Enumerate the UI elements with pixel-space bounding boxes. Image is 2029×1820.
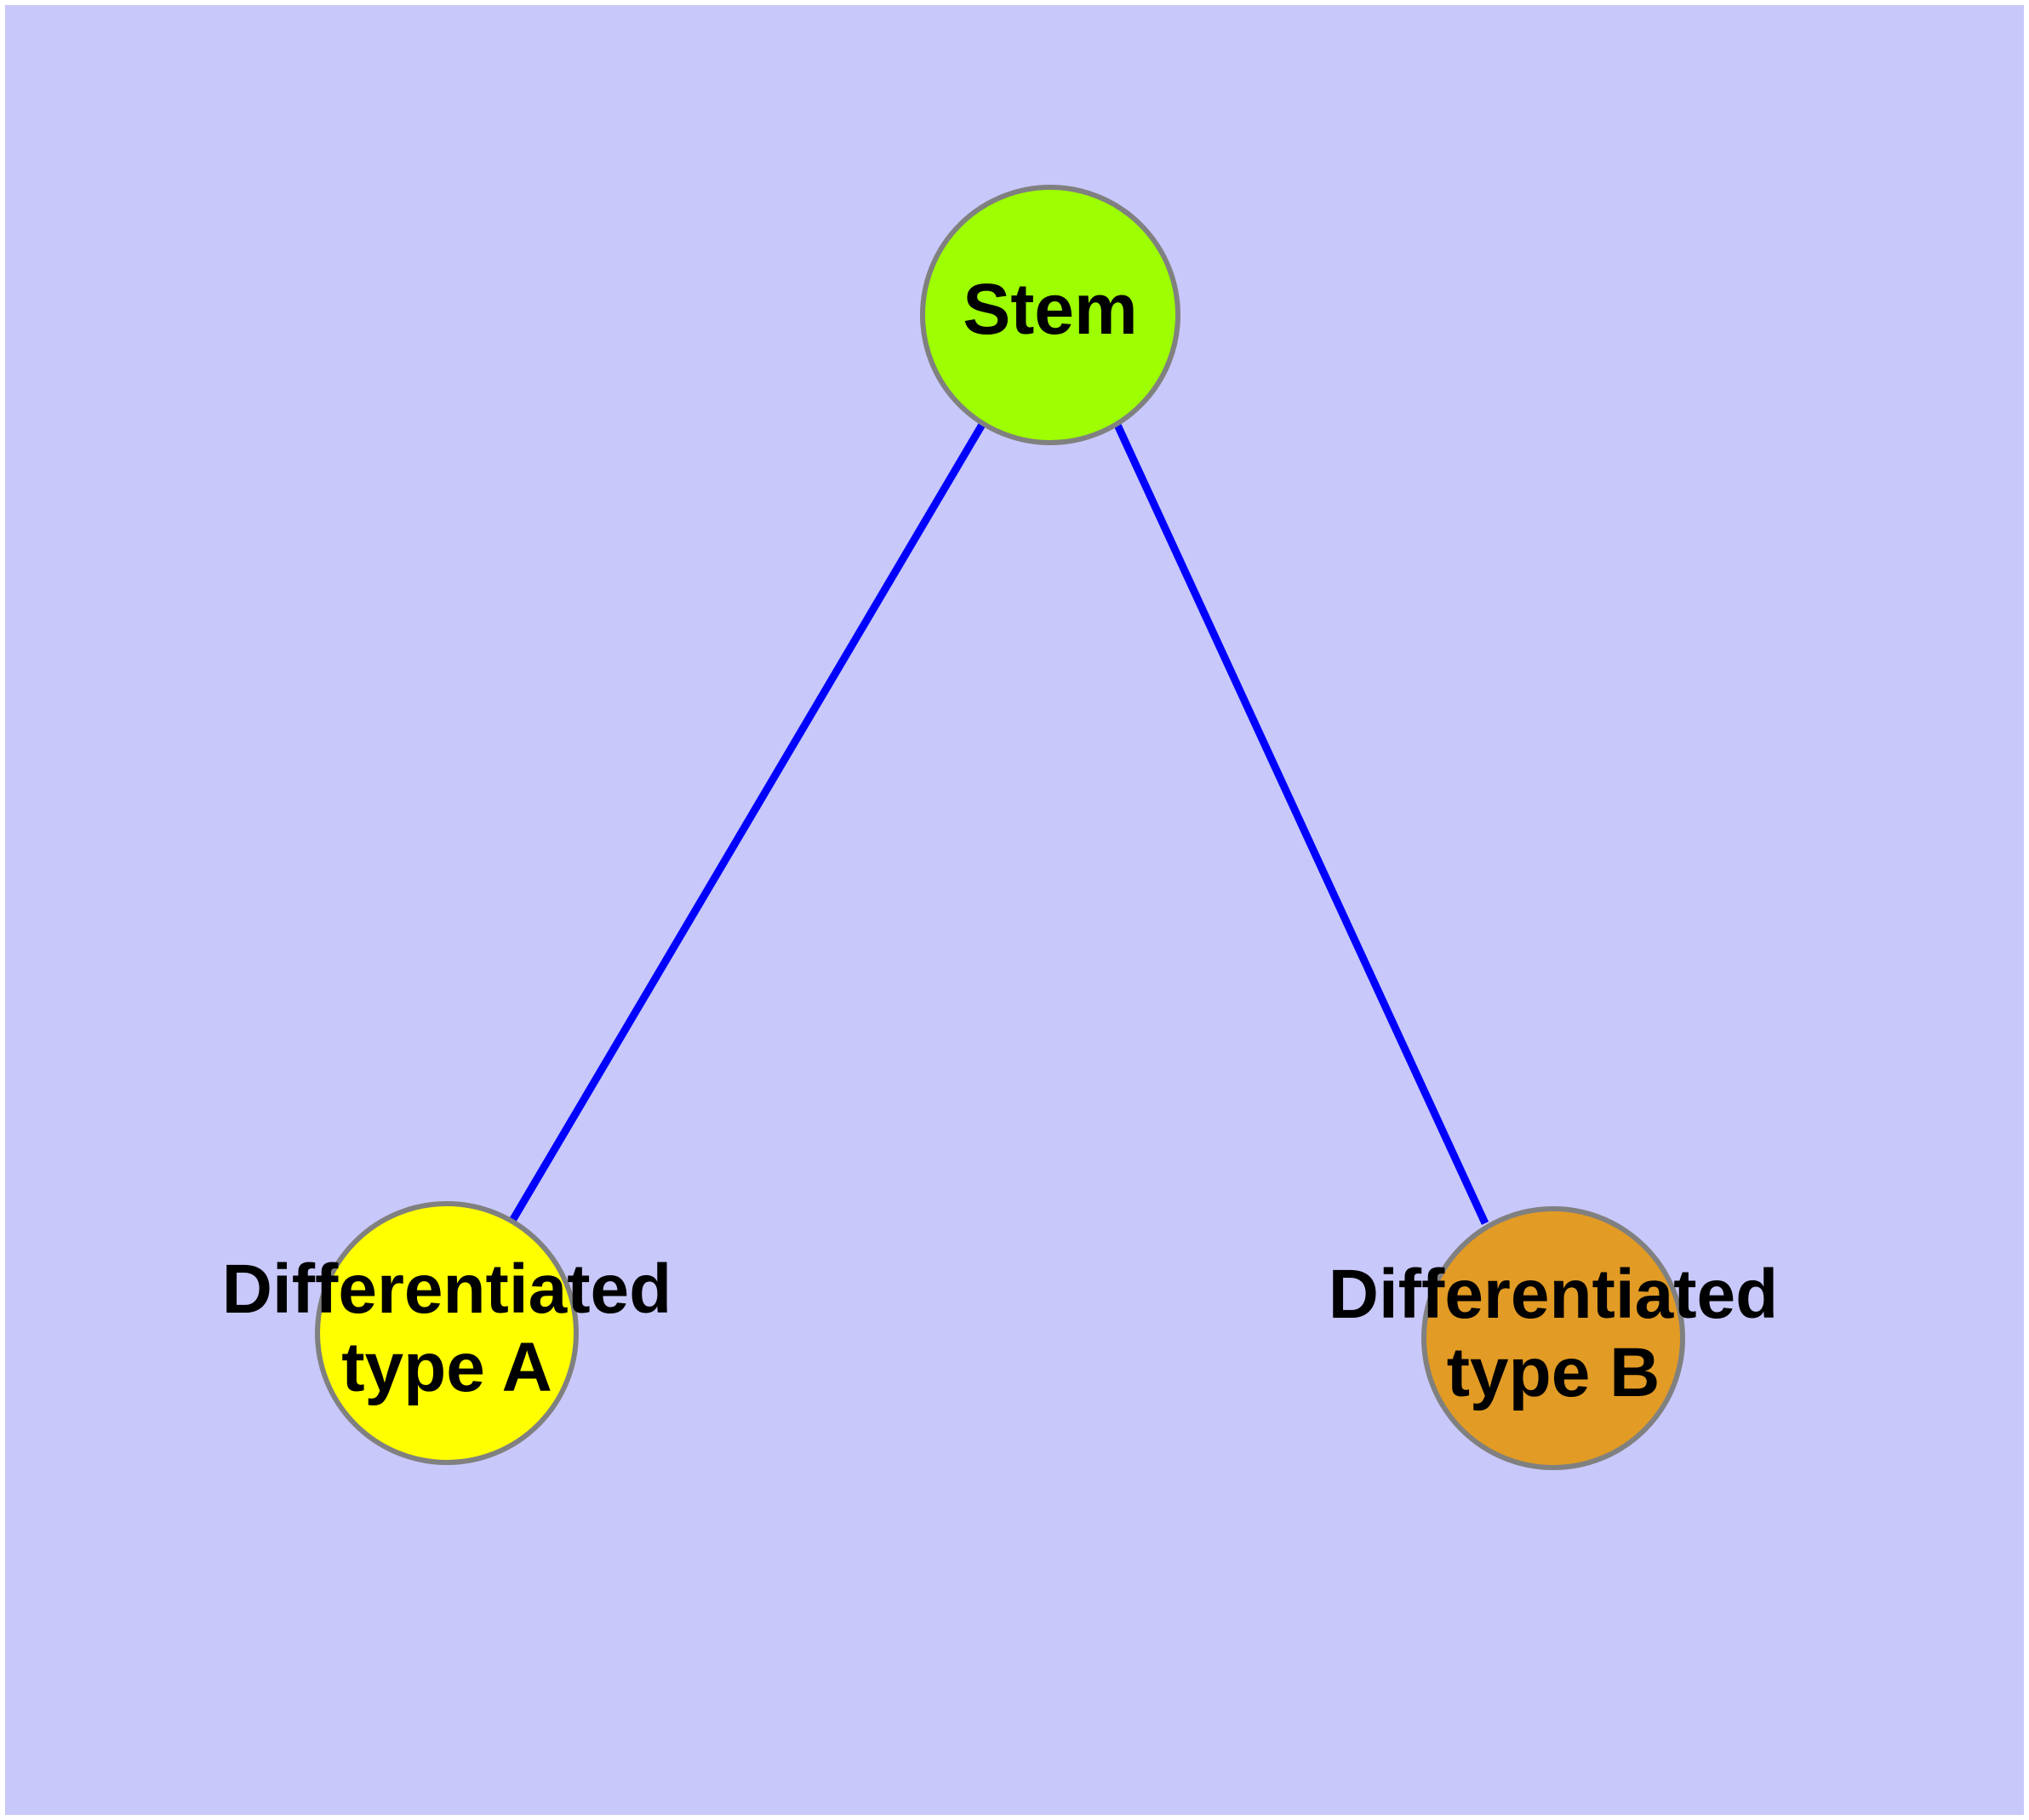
graph-edge[interactable] (509, 421, 986, 1223)
node-label-line: type B (1447, 1334, 1660, 1411)
graph-edge[interactable] (1112, 421, 1489, 1225)
node-label-line: type A (341, 1329, 552, 1406)
node-circle-stem[interactable] (920, 185, 1180, 445)
node-label-line: Differentiated (222, 1251, 672, 1328)
node-label-line: Differentiated (1329, 1256, 1779, 1333)
edges-layer (509, 421, 1489, 1225)
node-circle-diff_b[interactable] (1421, 1206, 1685, 1470)
graph-node-stem[interactable]: Stem (920, 185, 1180, 445)
node-label-stem: Stem (963, 269, 1137, 349)
node-circle-diff_a[interactable] (315, 1201, 579, 1465)
node-label-line: Stem (963, 269, 1137, 349)
